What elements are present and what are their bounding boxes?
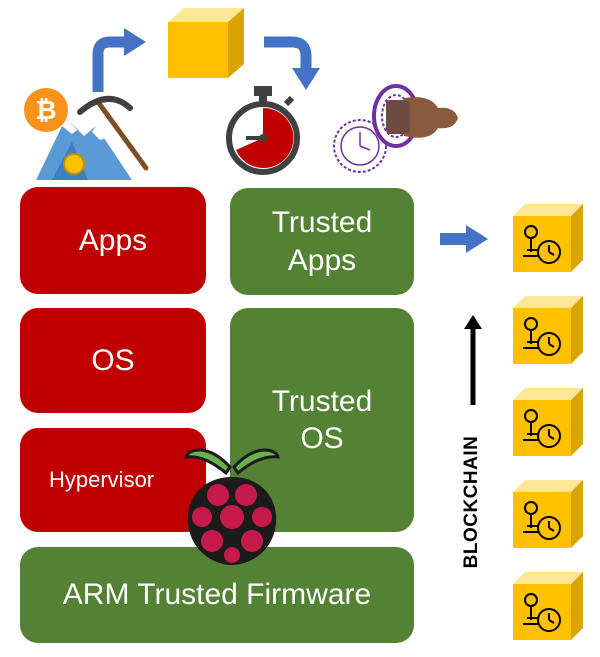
stopwatch-icon: [226, 84, 300, 176]
os-label: OS: [91, 343, 135, 377]
hypervisor-label: Hypervisor: [49, 467, 155, 493]
blockchain-label: BLOCKCHAIN: [461, 435, 482, 569]
trusted-os-label-line1: Trusted: [271, 384, 373, 418]
bitcoin-mining-icon: ₿: [22, 82, 152, 182]
timestamp-stamp-icon: [326, 84, 466, 176]
chain-block-icon: [505, 568, 587, 644]
chain-block-icon: [505, 200, 587, 276]
chain-block-icon: [505, 476, 587, 552]
apps-block: Apps: [20, 187, 206, 294]
trusted-apps-label-line2: Apps: [287, 243, 357, 277]
trusted-apps-block: Trusted Apps: [230, 188, 414, 295]
gold-block-icon: [160, 4, 250, 80]
os-block: OS: [20, 308, 206, 413]
apps-label: Apps: [78, 223, 148, 257]
firmware-label: ARM Trusted Firmware: [62, 578, 372, 612]
chain-block-icon: [505, 292, 587, 368]
chain-block-icon: [505, 384, 587, 460]
trusted-os-label-line2: OS: [300, 422, 344, 455]
trusted-apps-label-line1: Trusted: [271, 206, 373, 239]
raspberry-pi-logo: [180, 437, 284, 567]
svg-text:₿: ₿: [35, 96, 56, 126]
hypervisor-block: Hypervisor: [20, 428, 206, 532]
arrow-to-timer-icon: [262, 30, 326, 92]
arrow-to-chain-icon: [440, 225, 488, 253]
chain-up-arrow-icon: [464, 315, 482, 405]
firmware-block: ARM Trusted Firmware: [20, 547, 414, 643]
arrow-to-block-icon: [88, 28, 148, 94]
